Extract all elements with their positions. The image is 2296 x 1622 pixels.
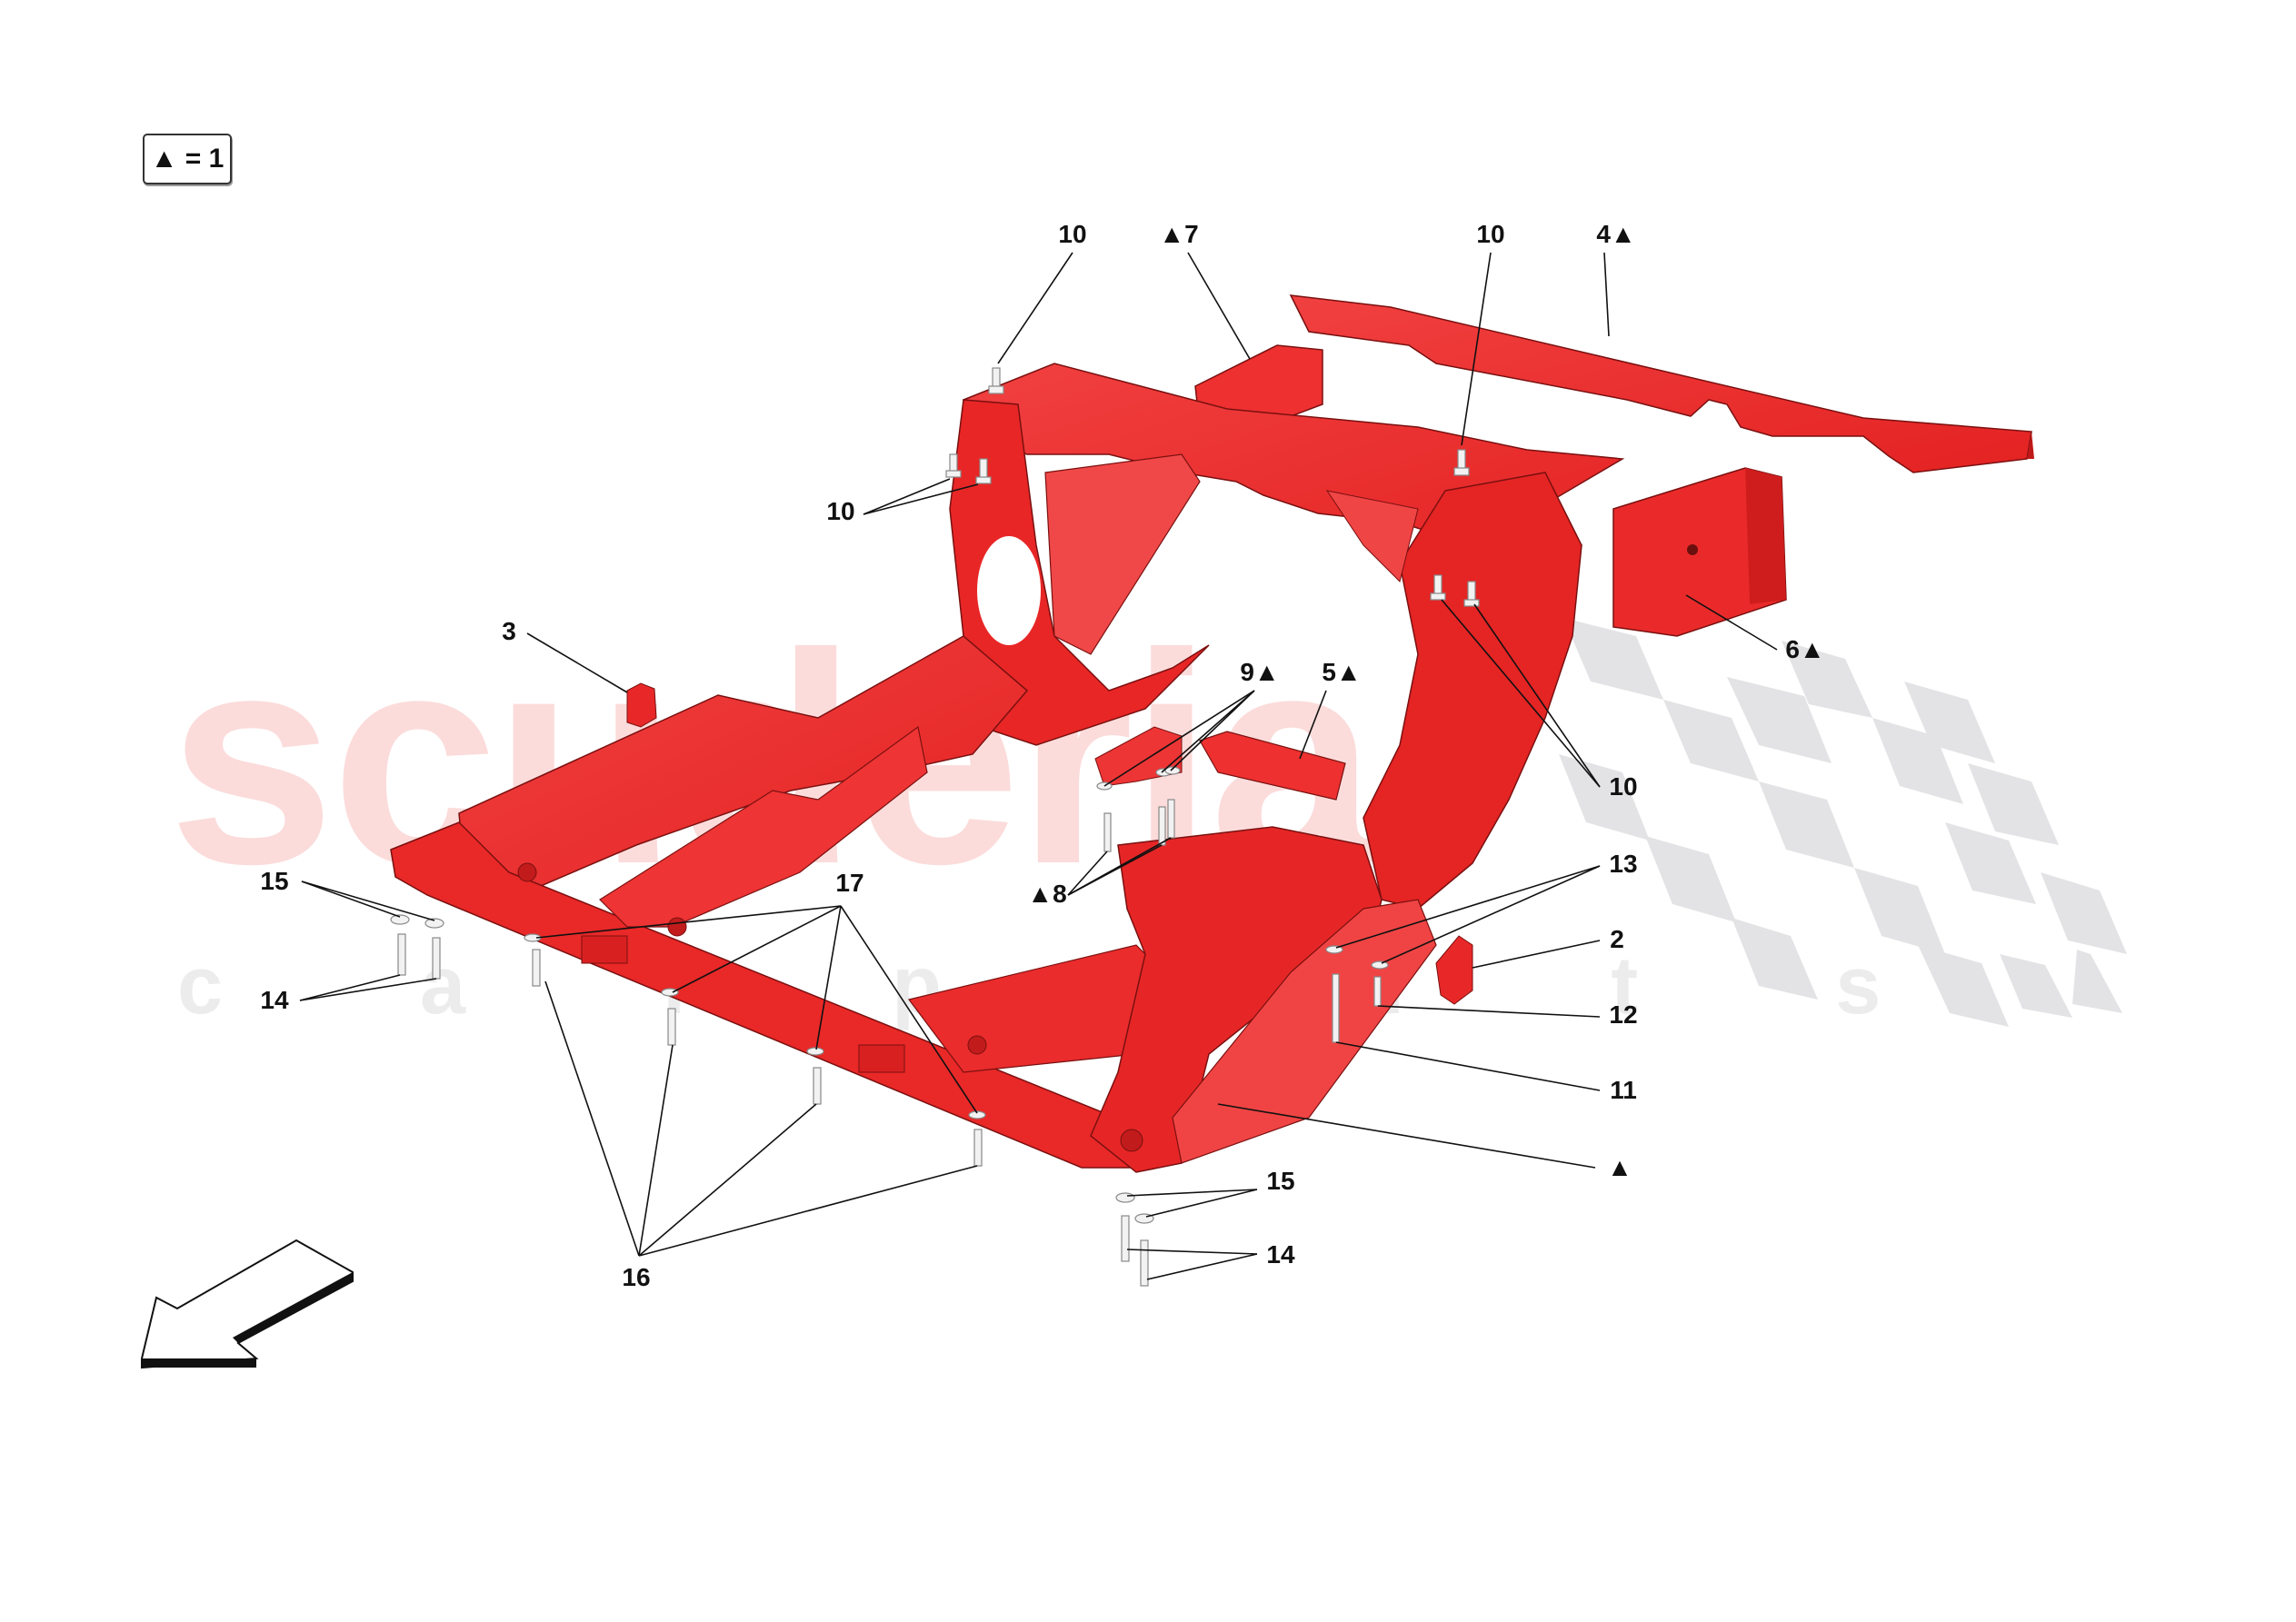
callout-14[interactable]: 14 [1266,1240,1295,1269]
checker-flag-watermark [1559,618,2127,1027]
part-3-bracket[interactable] [626,682,657,728]
callout-17[interactable]: 17 [835,869,864,897]
callout-5[interactable]: 5▲ [1322,658,1362,686]
callout-10[interactable]: 10 [1058,220,1087,248]
callout-15[interactable]: 15 [260,867,289,895]
part-4-rear-crossbeam[interactable] [1289,294,2034,473]
callout-7[interactable]: ▲7 [1159,220,1199,248]
upper-rear-frame [949,363,1625,910]
callout-2[interactable]: 2 [1610,925,1624,953]
callout-triangle[interactable]: ▲ [1607,1153,1632,1181]
callout-3[interactable]: 3 [502,617,516,645]
callout-11[interactable]: 11 [1610,1076,1637,1104]
lower-main-frame [390,635,1437,1173]
callout-15[interactable]: 15 [1266,1167,1295,1195]
callout-14[interactable]: 14 [260,986,289,1014]
part-9-bracket[interactable] [1094,726,1183,787]
callout-13[interactable]: 13 [1609,850,1638,878]
part-6-rear-box[interactable] [1612,467,1787,637]
fasteners [390,367,1480,1287]
part-2-bracket[interactable] [1435,935,1473,1005]
direction-arrow-icon [141,1239,354,1369]
legend-box: ▲ = 1 [143,134,232,184]
callout-16[interactable]: 16 [622,1263,651,1291]
callout-4[interactable]: 4▲ [1596,220,1636,248]
callout-6[interactable]: 6▲ [1785,635,1825,663]
callout-9[interactable]: 9▲ [1240,658,1280,686]
callout-10[interactable]: 10 [826,497,855,525]
callout-12[interactable]: 12 [1609,1000,1638,1029]
legend-text: ▲ = 1 [150,144,225,174]
callout-10[interactable]: 10 [1609,772,1638,801]
leader-lines [299,252,1778,1280]
callout-8[interactable]: ▲8 [1027,880,1067,908]
callout-10[interactable]: 10 [1476,220,1505,248]
